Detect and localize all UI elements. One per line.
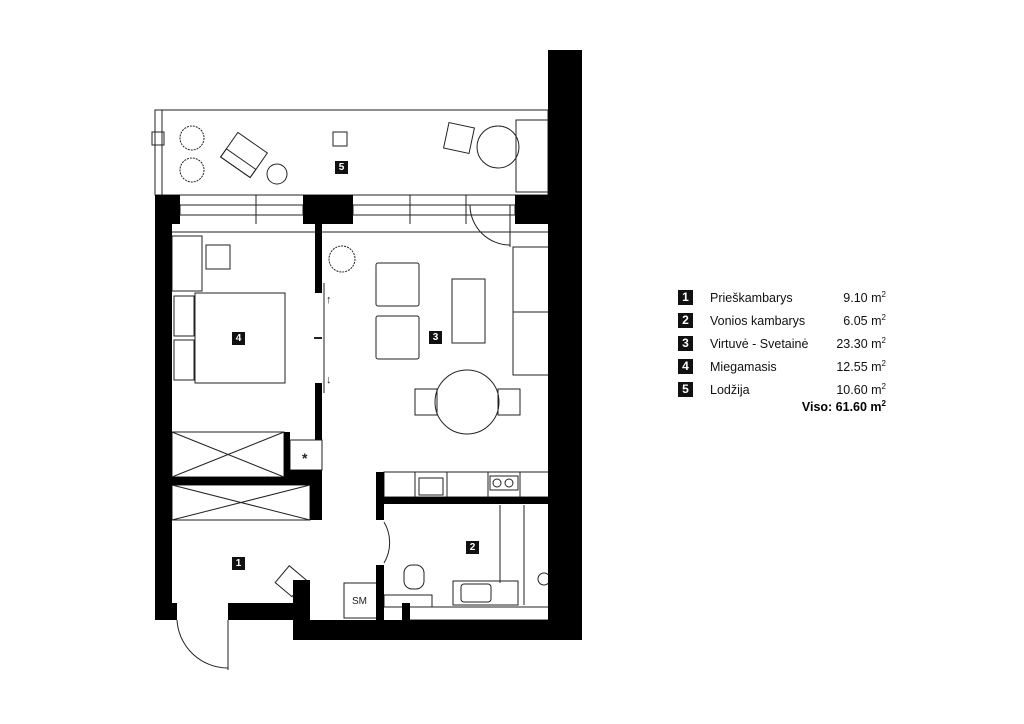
legend-area: 12.55 m2 [836, 358, 886, 375]
room-label-4: 4 [232, 332, 245, 345]
chair-icon [205, 244, 231, 270]
kitchen-counter [383, 471, 553, 498]
room-label-3: 3 [429, 331, 442, 344]
legend-row: 5 Lodžija 10.60 m2 [678, 378, 886, 401]
legend-row: 4 Miegamasis 12.55 m2 [678, 355, 886, 378]
bench-icon [515, 119, 549, 193]
legend-row: 3 Virtuvė - Svetainė 23.30 m2 [678, 332, 886, 355]
svg-text:↓: ↓ [326, 374, 332, 386]
shaft-label: * [302, 450, 308, 466]
chair-icon [442, 121, 476, 155]
sink-icon [418, 477, 444, 496]
legend-area: 6.05 m2 [843, 312, 886, 329]
side-table-icon [266, 163, 288, 185]
pouf-icon [375, 315, 420, 360]
legend-area: 10.60 m2 [836, 381, 886, 398]
legend-row: 2 Vonios kambarys 6.05 m2 [678, 309, 886, 332]
washing-machine-label: SM [352, 596, 367, 607]
room-label-5: 5 [335, 161, 348, 174]
dining-table-icon [434, 369, 500, 435]
pouf-icon [375, 262, 420, 307]
stool-icon [332, 131, 348, 147]
room-label-1: 1 [232, 557, 245, 570]
plant-icon [179, 125, 205, 151]
legend-name: Miegamasis [710, 359, 777, 374]
legend-number: 4 [678, 359, 693, 374]
legend-name: Prieškambarys [710, 290, 793, 305]
walls [155, 50, 582, 640]
coffee-table-icon [451, 278, 486, 344]
legend-name: Virtuvė - Svetainė [710, 336, 809, 351]
room-label-2: 2 [466, 541, 479, 554]
legend-total: Viso: 61.60 m2 [801, 399, 886, 415]
sofa-icon [512, 246, 553, 376]
bed-icon [194, 292, 286, 384]
plant-icon [179, 157, 205, 183]
legend-number: 1 [678, 290, 693, 305]
legend-row: 1 Prieškambarys 9.10 m2 [678, 286, 886, 309]
toilet-icon [403, 564, 425, 590]
legend-number: 2 [678, 313, 693, 328]
balcony-outline [154, 109, 549, 196]
armchair-icon [219, 131, 269, 179]
legend-name: Lodžija [710, 382, 750, 397]
plant-icon [328, 245, 356, 273]
legend-area: 23.30 m2 [836, 335, 886, 352]
chair-icon [414, 388, 438, 416]
legend-number: 5 [678, 382, 693, 397]
round-table-icon [476, 125, 520, 169]
legend-area: 9.10 m2 [843, 289, 886, 306]
svg-text:↑: ↑ [326, 294, 332, 306]
nightstand-icon [171, 235, 203, 292]
legend-number: 3 [678, 336, 693, 351]
chair-icon [497, 388, 521, 416]
area-legend: 1 Prieškambarys 9.10 m2 2 Vonios kambary… [678, 286, 886, 414]
legend-name: Vonios kambarys [710, 313, 806, 328]
washbasin-icon [452, 580, 519, 606]
cooktop-icon [489, 475, 519, 491]
